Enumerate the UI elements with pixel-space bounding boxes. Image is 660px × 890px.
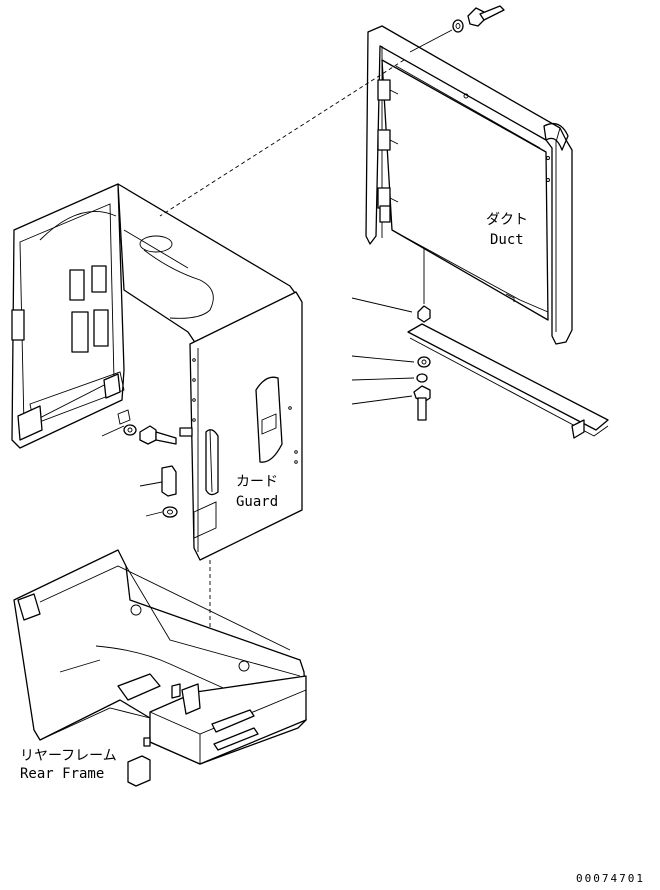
guard-assembly	[11, 183, 303, 561]
rear-frame	[13, 549, 307, 787]
drawing-number: 00074701	[576, 872, 645, 885]
duct-fasteners	[413, 305, 431, 421]
guard-bolt-set	[123, 424, 178, 518]
guard-label-en: Guard	[236, 494, 278, 510]
duct-label-jp: ダクト	[486, 212, 528, 228]
rear-frame-label-en: Rear Frame	[20, 766, 104, 782]
duct-assembly	[365, 25, 573, 345]
duct-bracket	[407, 323, 609, 439]
duct-bolt	[452, 5, 505, 33]
rear-frame-label-jp: リヤーフレーム	[20, 748, 117, 764]
guard-label-jp: カード	[236, 474, 278, 490]
duct-label-en: Duct	[490, 232, 524, 248]
